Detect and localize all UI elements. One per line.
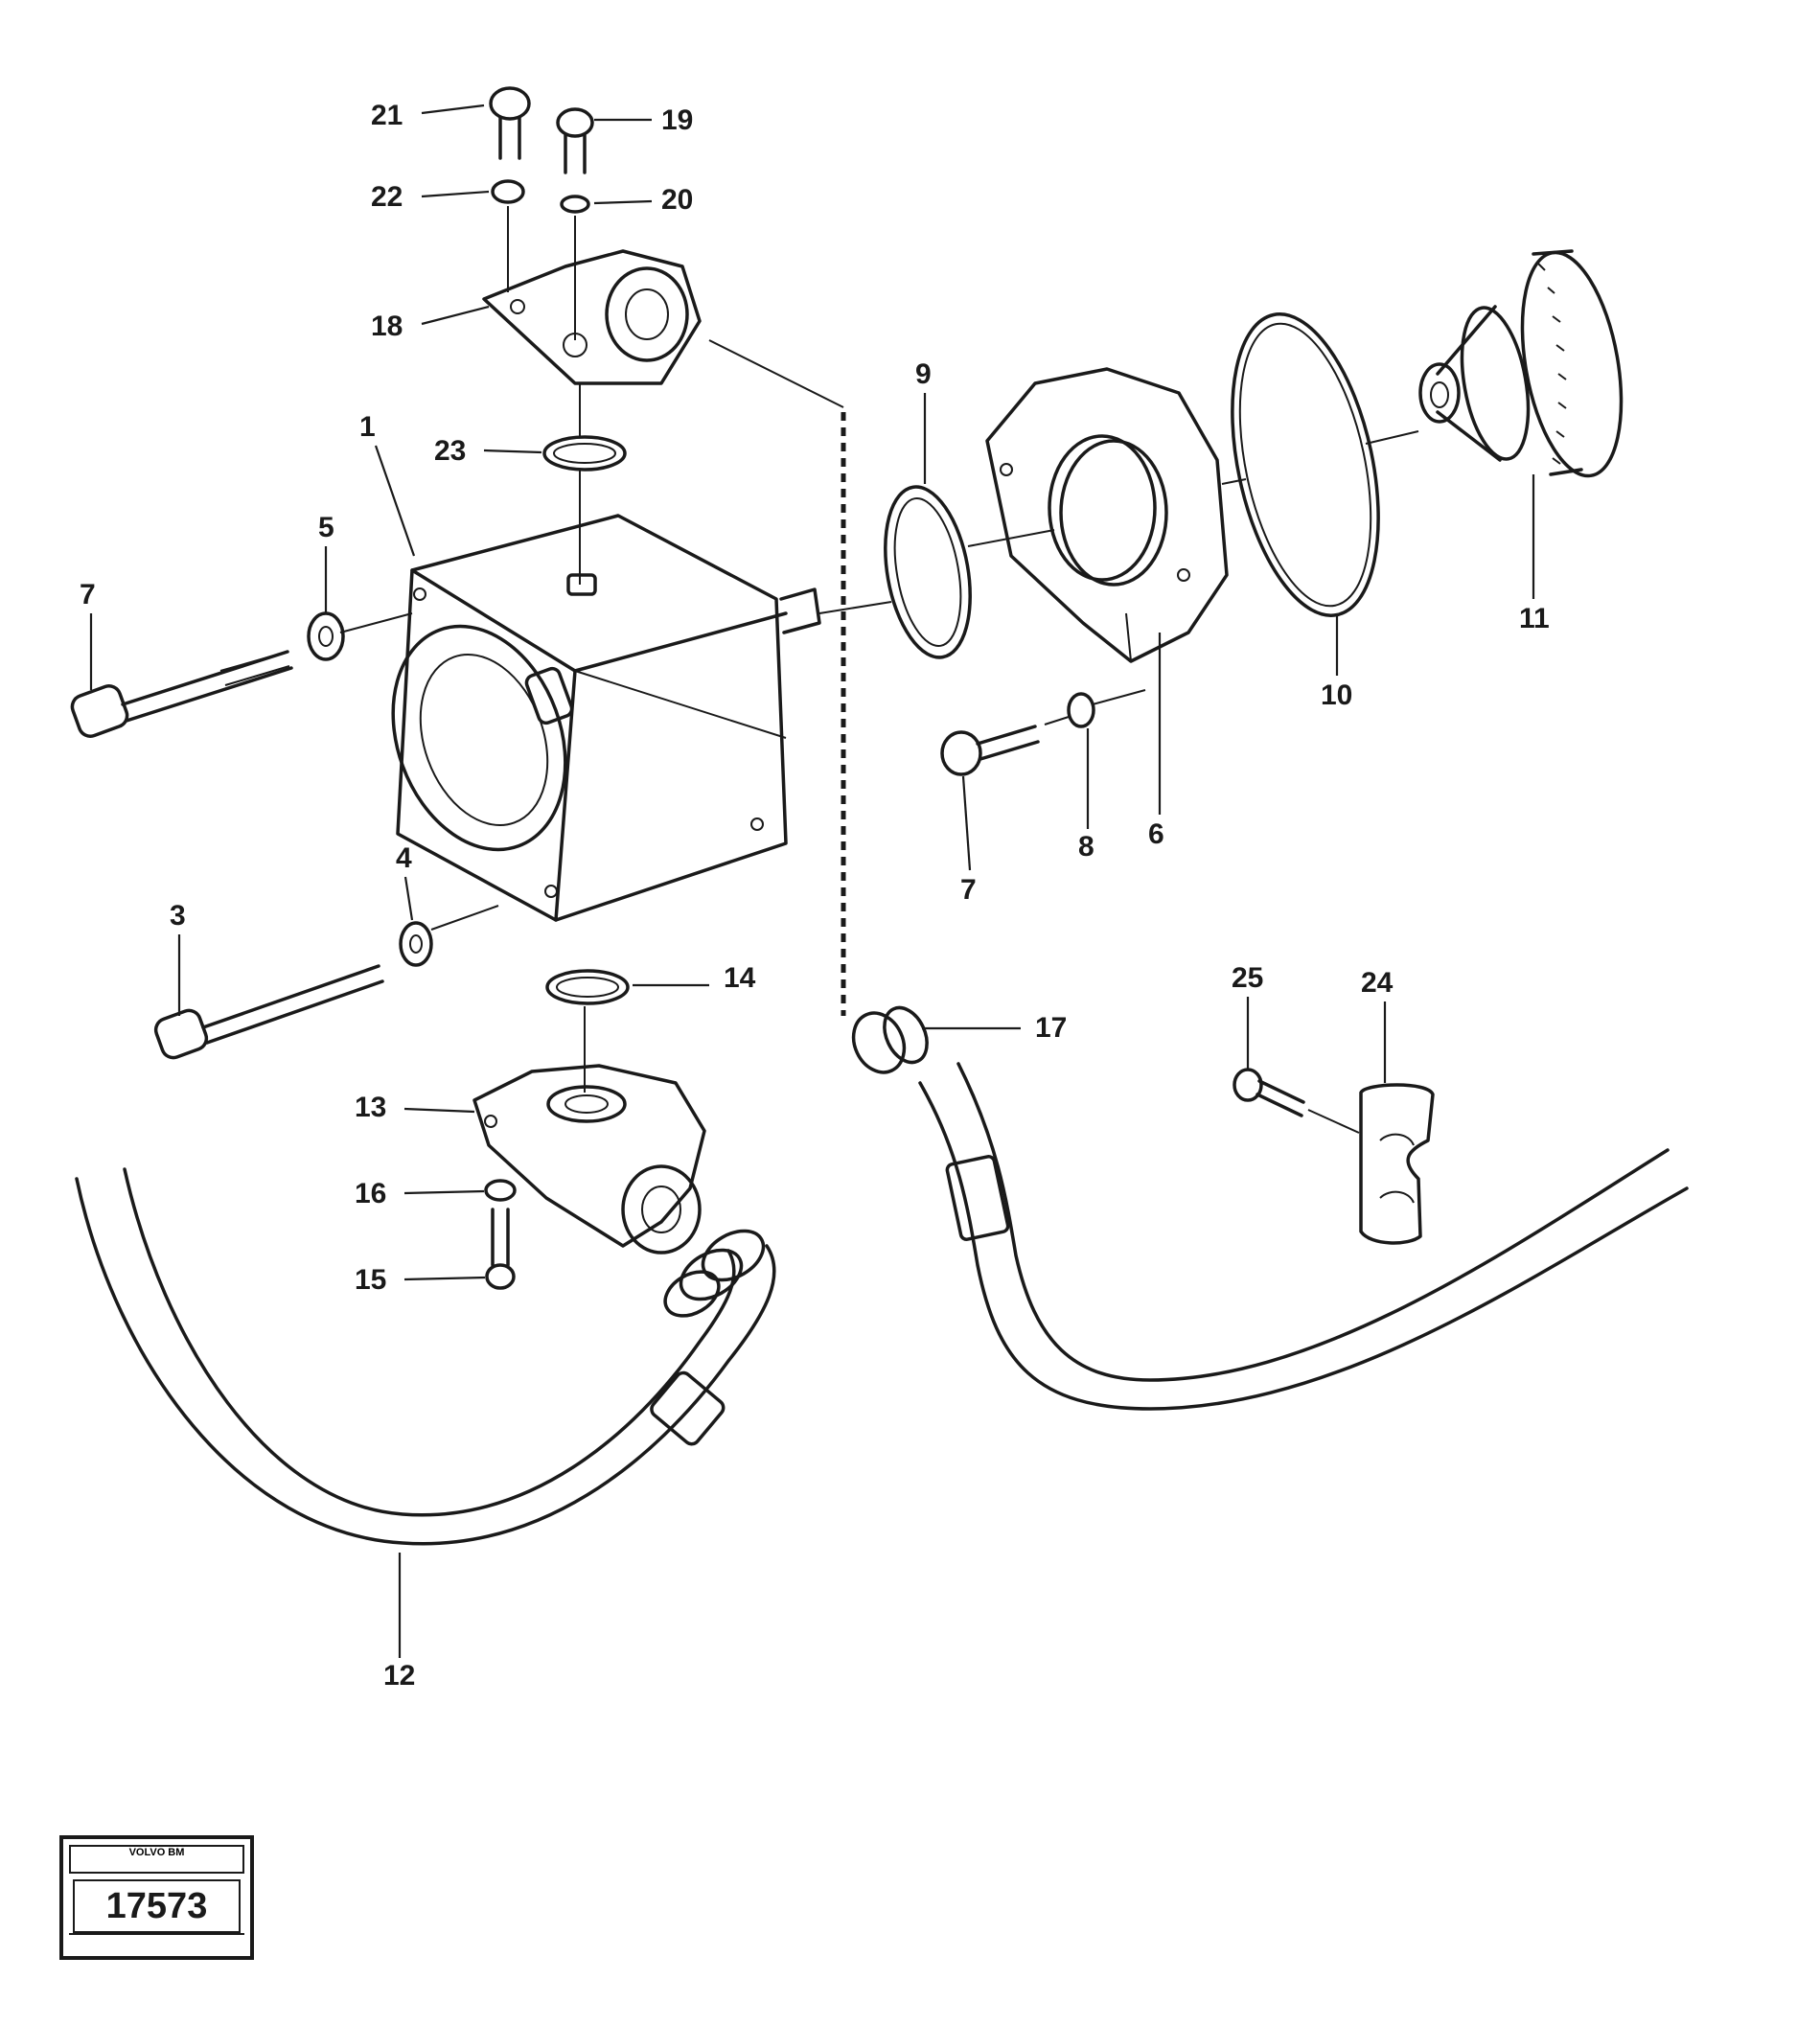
bolt-19 (556, 107, 594, 174)
lower-flange-13 (472, 1064, 706, 1255)
volvo-bm-stamp: VOLVO BM 17573 (59, 1835, 254, 1960)
callout-24: 24 (1361, 967, 1394, 999)
o-ring-23 (542, 435, 627, 472)
washer-upper (307, 611, 345, 661)
screw-25-axis (1307, 1109, 1360, 1134)
hose-12 (75, 1167, 776, 1546)
screw-25 (1233, 1068, 1305, 1117)
callout-19: 19 (661, 104, 693, 136)
callout-7: 7 (960, 874, 977, 906)
bolt-21 (489, 86, 531, 160)
sealing-ring-10 (1231, 312, 1380, 617)
washer-22 (491, 179, 525, 204)
callout-20: 20 (661, 184, 693, 216)
callout-13: 13 (355, 1092, 386, 1123)
stamp-footer (69, 1933, 244, 1950)
callout-16: 16 (355, 1178, 386, 1209)
washer-16 (484, 1179, 517, 1202)
callout-15: 15 (355, 1264, 386, 1296)
hose-routing-link (708, 339, 844, 408)
o-ring-9 (884, 485, 972, 659)
washer-20 (560, 195, 590, 214)
stamp-number: 17573 (73, 1879, 241, 1933)
drive-gear-11 (1418, 249, 1624, 478)
callout-14: 14 (724, 962, 756, 994)
callout-23: 23 (434, 435, 466, 467)
o-ring-14 (545, 969, 630, 1005)
callout-3: 3 (170, 900, 186, 932)
clamp-24 (1359, 1083, 1435, 1245)
callout-10: 10 (1321, 679, 1352, 711)
callout-6: 6 (1148, 818, 1164, 850)
screw-7 (940, 725, 1040, 776)
callout-4: 4 (396, 842, 412, 874)
callout-9: 9 (915, 358, 932, 390)
flange-screw-axes (507, 206, 576, 340)
callout-2: 7 (80, 579, 96, 610)
pump-housing (391, 514, 821, 922)
callout-25: 25 (1232, 962, 1263, 994)
stamp-brand: VOLVO BM (69, 1845, 244, 1874)
screw-7-axis (1044, 689, 1146, 725)
callout-18: 18 (371, 311, 403, 342)
screw-15 (485, 1208, 516, 1290)
callout-21: 21 (371, 100, 403, 131)
shaft-axis-line (818, 430, 1419, 614)
bolt-upper-left (70, 650, 293, 738)
callout-22: 22 (371, 181, 403, 213)
hose-17 (851, 1005, 1689, 1411)
callout-12: 12 (383, 1660, 415, 1692)
callout-5: 5 (318, 512, 334, 543)
bearing-plate-6 (985, 367, 1229, 663)
assembly-axis-lines (339, 612, 499, 931)
callout-1: 1 (359, 411, 376, 443)
callouts: 21 19 22 20 18 23 1 7 5 3 4 14 13 16 15 … (80, 100, 1550, 1692)
callout-8: 8 (1078, 831, 1094, 863)
washer-8 (1067, 692, 1095, 728)
washer-lower (399, 921, 433, 967)
callout-17: 17 (1035, 1012, 1067, 1044)
top-flange (482, 249, 702, 385)
bolt-lower-left (153, 964, 384, 1060)
callout-11: 11 (1519, 603, 1550, 634)
